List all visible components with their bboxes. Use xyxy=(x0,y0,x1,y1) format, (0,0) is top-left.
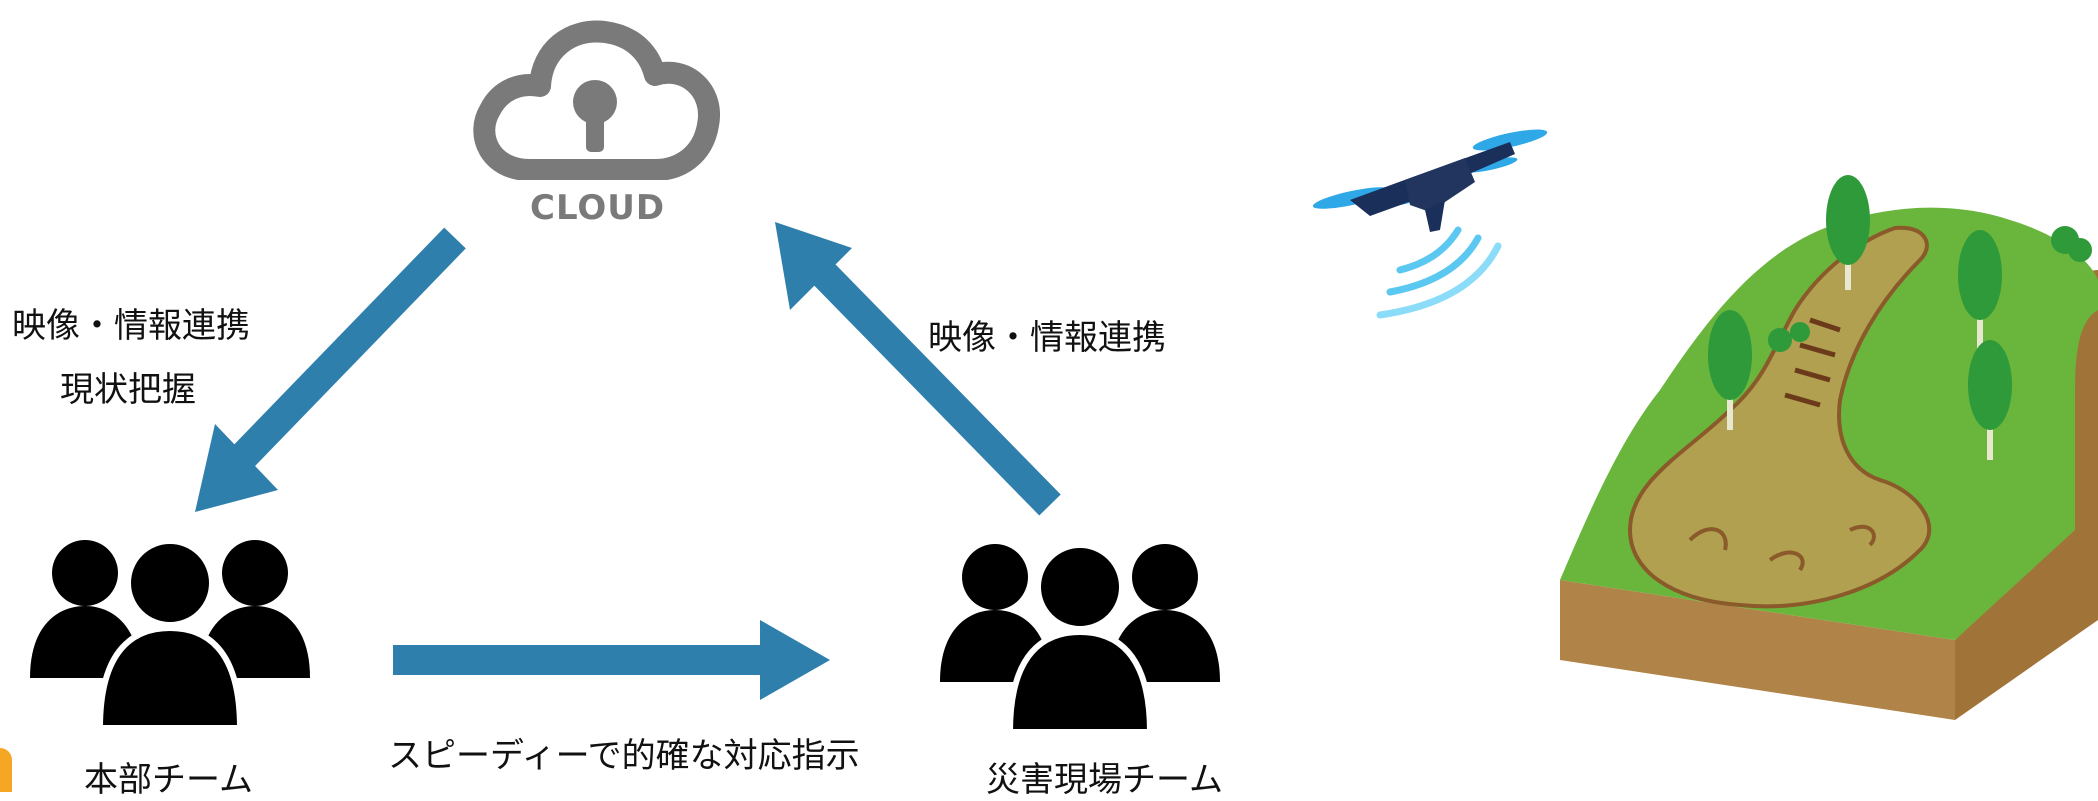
arrow-field-to-cloud-head xyxy=(775,222,852,310)
tree-icon xyxy=(1708,310,1752,430)
tree-icon xyxy=(1968,340,2012,460)
hq-team-people-icon xyxy=(30,538,310,728)
field-team-label: 災害現場チーム xyxy=(986,760,1223,800)
right-link-label: 映像・情報連携 xyxy=(928,318,1166,358)
cloud-lock-icon xyxy=(473,20,720,180)
tree-icon xyxy=(1958,230,2002,350)
drone-icon xyxy=(1312,129,1548,319)
field-team-people-icon xyxy=(940,542,1220,732)
bottom-link-label: スピーディーで的確な対応指示 xyxy=(388,736,860,776)
tree-icon xyxy=(1826,175,1870,290)
cloud-label: CLOUD xyxy=(530,188,666,228)
left-link-label-line1: 映像・情報連携 xyxy=(12,306,250,346)
landslide-hillside-illustration xyxy=(1560,175,2098,720)
arrow-hq-to-field-head xyxy=(760,620,830,700)
arrow-field-to-cloud xyxy=(809,259,1061,516)
left-link-label-line2: 現状把握 xyxy=(60,370,196,410)
corner-badge-fragment xyxy=(0,748,12,792)
arrow-cloud-to-hq-head xyxy=(195,424,278,512)
hq-team-label: 本部チーム xyxy=(84,760,253,800)
arrow-cloud-to-hq xyxy=(229,227,466,471)
